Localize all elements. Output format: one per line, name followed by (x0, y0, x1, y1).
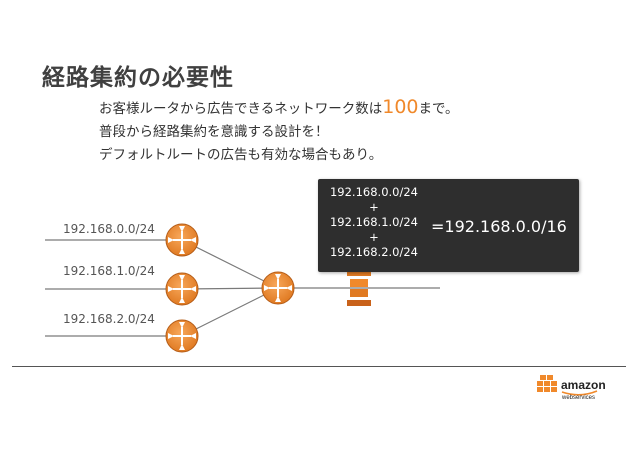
router-subnet-2-icon (165, 319, 199, 353)
customer-router-icon (261, 271, 295, 305)
links (45, 239, 440, 337)
bullet-item-default-route: デフォルトルートの広告も有効な場合もあり。 (99, 147, 383, 163)
logo-word: amazon (561, 378, 606, 392)
bullet-list: お客様ルータから広告できるネットワーク数は100まで。 普段から経路集約を意識す… (99, 96, 458, 167)
link-router2-core (181, 287, 279, 337)
router-subnet-0-icon (165, 223, 199, 257)
link-router0-core (181, 239, 279, 289)
bullet-item-limit: お客様ルータから広告できるネットワーク数は100まで。 (99, 96, 459, 118)
aws-logo: amazon webservices (537, 375, 606, 401)
logo-sub: webservices (561, 395, 595, 401)
summary-route: =192.168.0.0/16 (431, 217, 567, 236)
bullet-item-design: 普段から経路集約を意識する設計を！ (99, 124, 329, 140)
subnet-label-0: 192.168.0.0/24 (63, 222, 155, 236)
route-limit-number: 100 (382, 96, 419, 118)
subnet-label-1: 192.168.1.0/24 (63, 264, 155, 278)
subnet-label-2: 192.168.2.0/24 (63, 312, 155, 326)
footer-divider (12, 366, 626, 367)
router-subnet-1-icon (165, 272, 199, 306)
advertised-routes: 192.168.0.0/24 + 192.168.1.0/24 + 192.16… (329, 185, 418, 259)
route-summary-callout: 192.168.0.0/24 + 192.168.1.0/24 + 192.16… (318, 179, 579, 272)
slide-title: 経路集約の必要性 (42, 65, 234, 91)
